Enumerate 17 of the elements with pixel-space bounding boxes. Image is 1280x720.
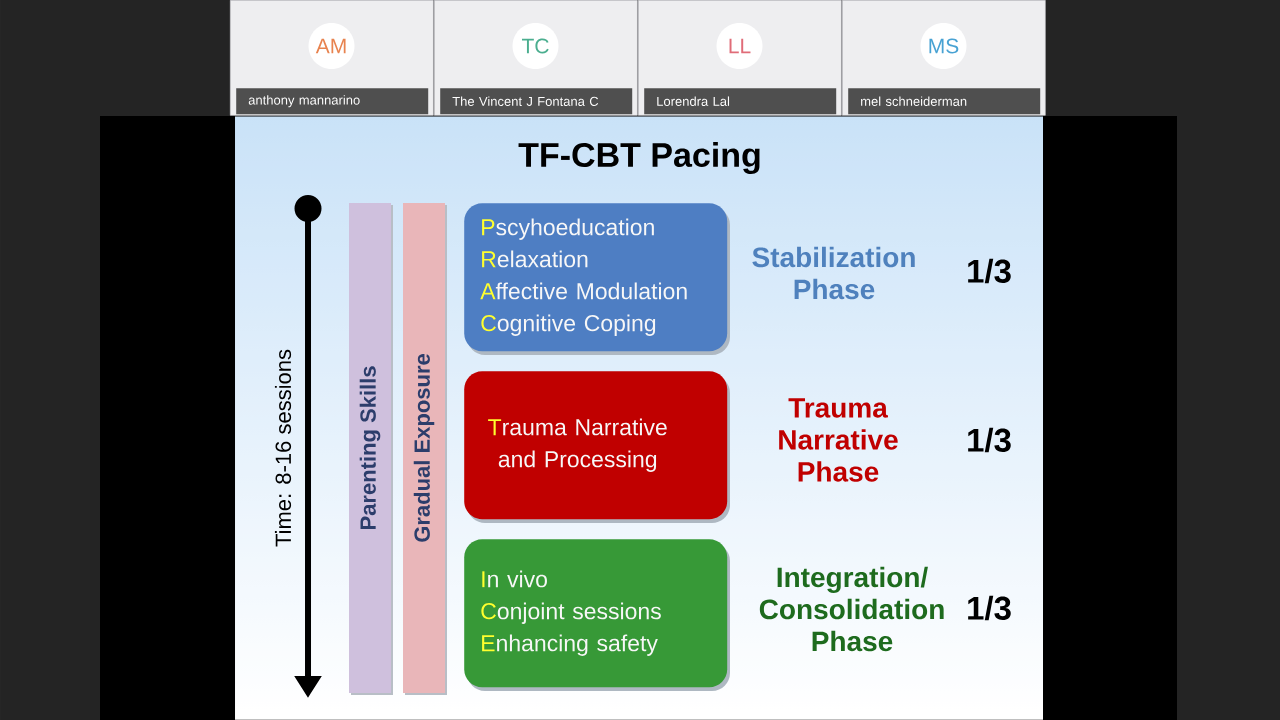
phase-label: Stabilization Phase bbox=[752, 246, 915, 300]
time-label: Time: 8-16 sessions bbox=[274, 349, 292, 547]
slide-title: TF-CBT Pacing bbox=[518, 142, 760, 174]
phase-label: Trauma Narrative Phase bbox=[779, 398, 898, 482]
fraction-label: 1/3 bbox=[968, 427, 1011, 453]
name-bar: anthony mannarino bbox=[236, 88, 429, 115]
name-bar: The Vincent J Fontana C bbox=[440, 88, 633, 115]
name-bar: Lorendra Lal bbox=[644, 88, 837, 115]
phase-label: Integration/ Consolidation Phase bbox=[759, 566, 944, 652]
name-bar: mel schneiderman bbox=[848, 88, 1041, 115]
phase-box: Trauma Narrative and Processing bbox=[464, 371, 730, 523]
skill-bar: Gradual Exposure bbox=[403, 203, 447, 695]
fraction-label: 1/3 bbox=[968, 595, 1011, 621]
phase-box: Pscyhoeducation Relaxation Affective Modulation Cognitive Coping bbox=[464, 203, 730, 355]
fraction-label: 1/3 bbox=[968, 258, 1011, 284]
phase-box: In vivo Conjoint sessions Enhancing safety bbox=[464, 539, 730, 691]
skill-bar: Parenting Skills bbox=[349, 203, 393, 695]
